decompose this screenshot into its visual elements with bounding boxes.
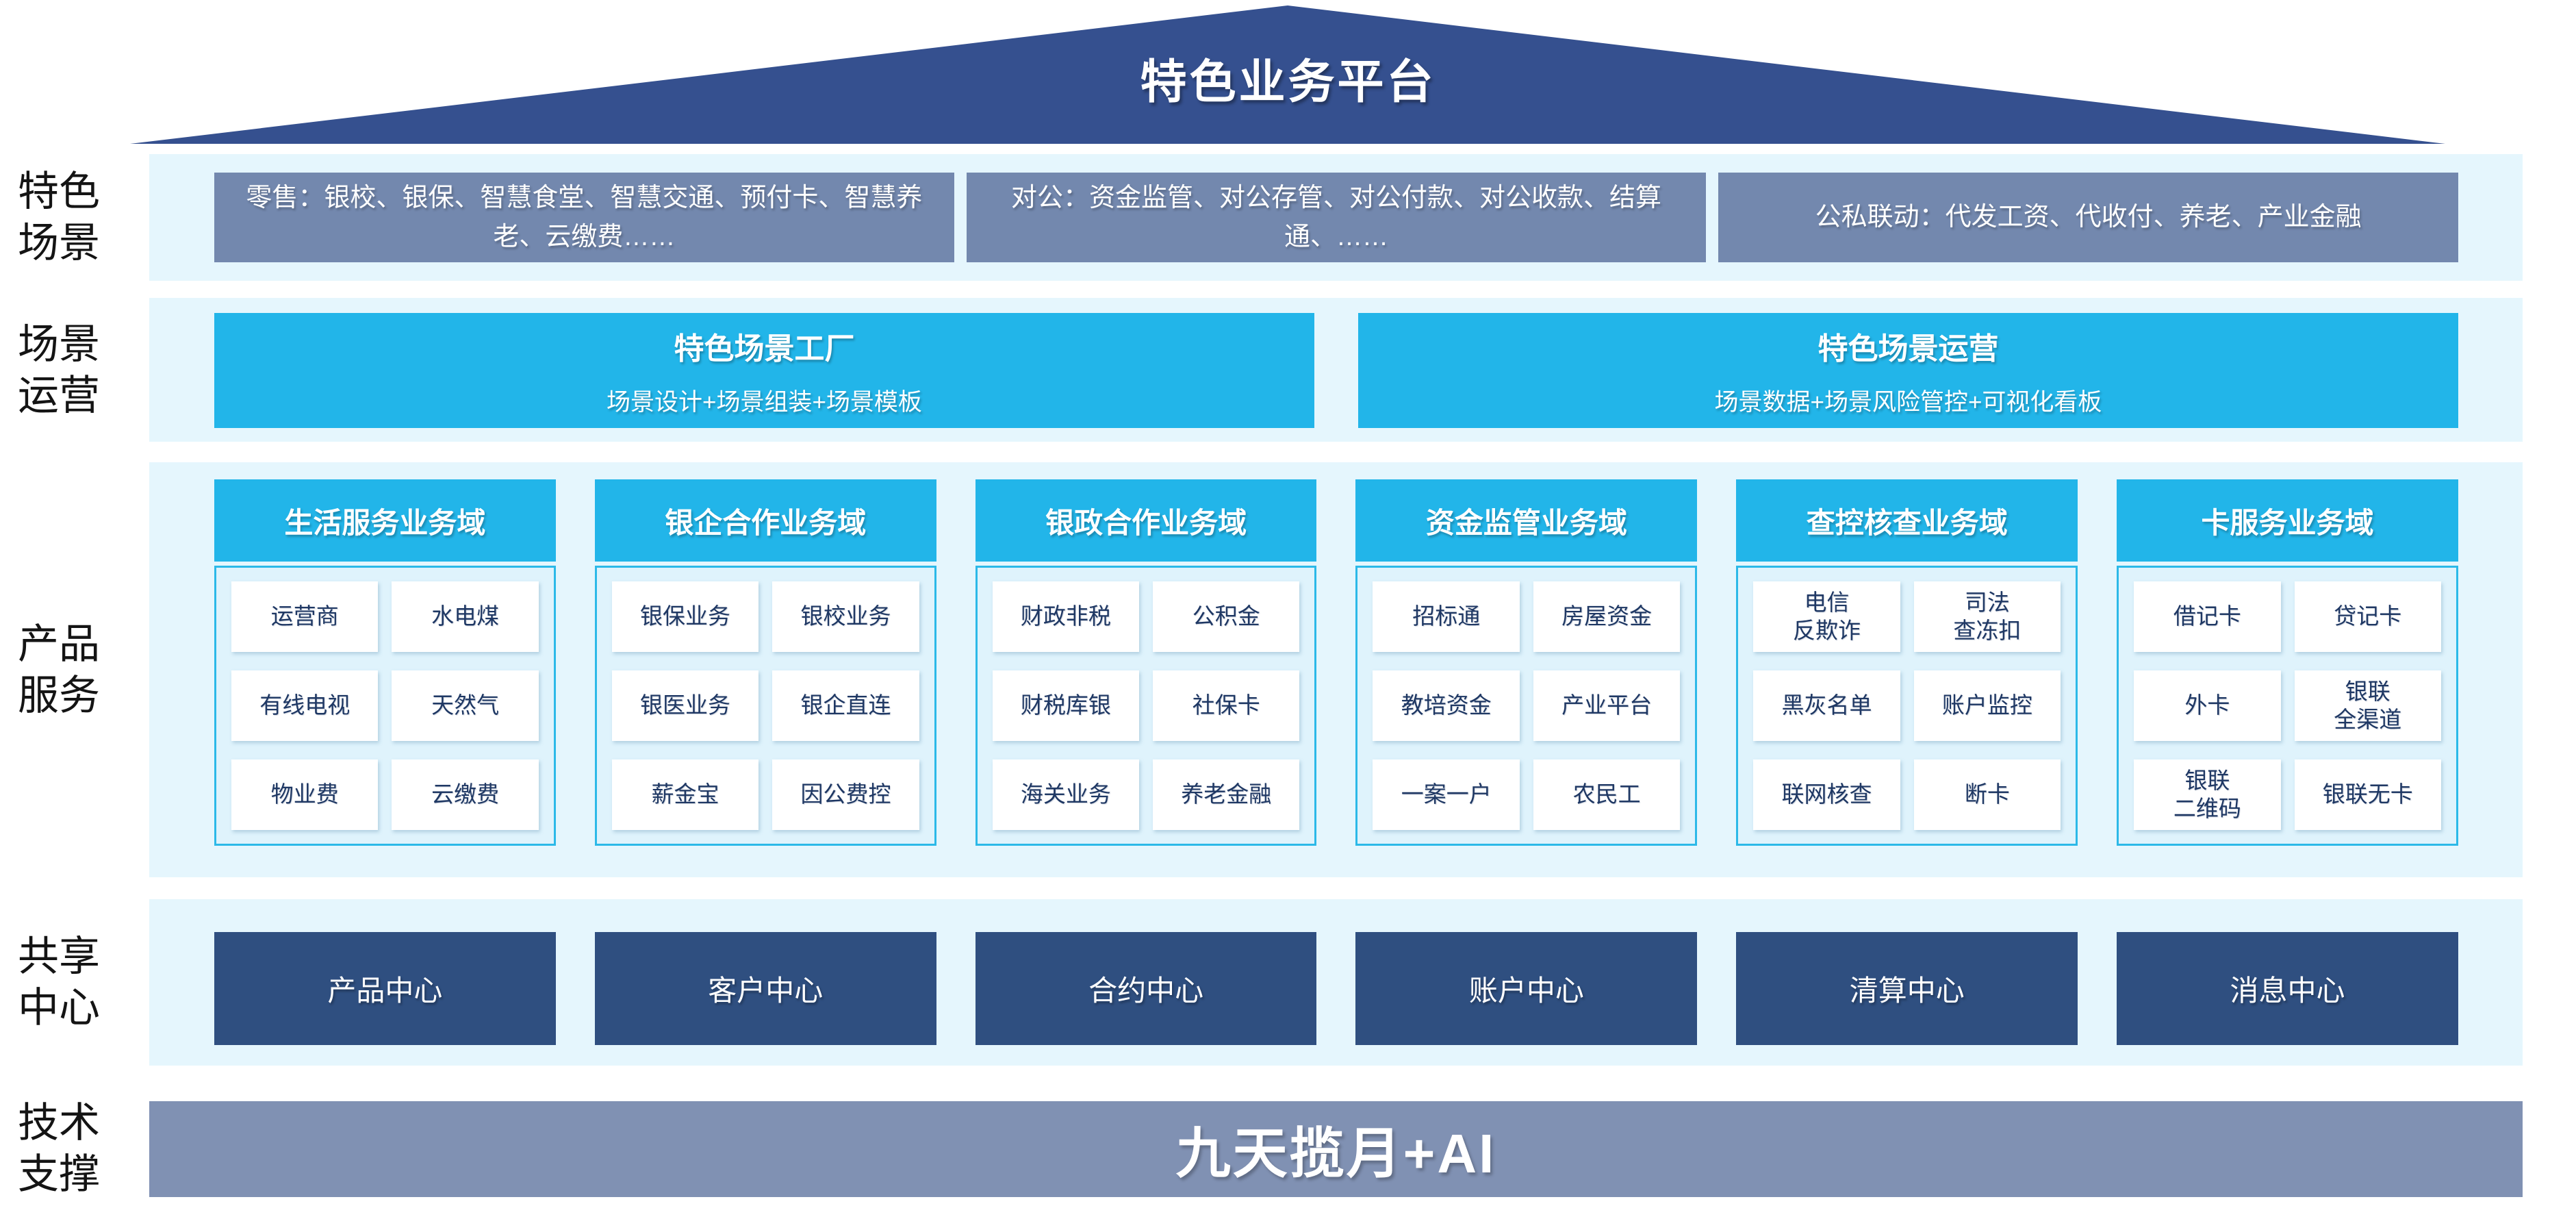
product-cell: 产业平台 <box>1533 670 1681 741</box>
product-column-body: 招标通 房屋资金 教培资金 产业平台 一案一户 农民工 <box>1355 566 1698 846</box>
shared-center-product: 产品中心 <box>214 932 556 1045</box>
ops-box-scene-factory: 特色场景工厂 场景设计+场景组装+场景模板 <box>214 313 1314 428</box>
product-cell: 断卡 <box>1913 759 2061 830</box>
product-cell: 银企直连 <box>772 670 919 741</box>
ops-box-title: 特色场景工厂 <box>674 331 855 366</box>
shared-center-account: 账户中心 <box>1355 932 1698 1045</box>
product-column-header: 卡服务业务域 <box>2117 479 2458 562</box>
product-cell: 物业费 <box>231 759 379 830</box>
product-cell: 贷记卡 <box>2294 581 2441 652</box>
product-cell: 运营商 <box>231 581 379 652</box>
product-cell: 海关业务 <box>992 759 1140 830</box>
product-cell: 账户监控 <box>1913 670 2061 741</box>
product-column-card-services: 卡服务业务域 借记卡 贷记卡 外卡 银联 全渠道 银联 二维码 银联无卡 <box>2117 479 2458 846</box>
ops-box-title: 特色场景运营 <box>1818 331 1999 366</box>
product-cell: 财税库银 <box>992 670 1140 741</box>
product-column-header: 银企合作业务域 <box>594 479 936 562</box>
row-label-scenes: 特色 场景 <box>18 168 100 266</box>
product-cell: 银联 二维码 <box>2134 759 2281 830</box>
product-column-inquiry-control: 查控核查业务域 电信 反欺诈 司法 查冻扣 黑灰名单 账户监控 联网核查 断卡 <box>1736 479 2078 846</box>
row-label-operations: 场景 运营 <box>18 321 100 418</box>
band-shared-centers: 产品中心 客户中心 合约中心 账户中心 清算中心 消息中心 <box>149 899 2523 1066</box>
product-cell: 一案一户 <box>1373 759 1520 830</box>
product-cell: 电信 反欺诈 <box>1753 581 1900 652</box>
product-cell: 社保卡 <box>1153 670 1300 741</box>
row-label-shared-centers: 共享 中心 <box>18 933 100 1031</box>
product-column-body: 运营商 水电煤 有线电视 天然气 物业费 云缴费 <box>214 566 556 846</box>
product-cell: 银联无卡 <box>2294 759 2441 830</box>
product-cell: 云缴费 <box>392 759 539 830</box>
product-cell: 招标通 <box>1373 581 1520 652</box>
product-column-header: 银政合作业务域 <box>975 479 1317 562</box>
product-column-body: 银保业务 银校业务 银医业务 银企直连 薪金宝 因公费控 <box>594 566 936 846</box>
product-cell: 银校业务 <box>772 581 919 652</box>
product-column-life-services: 生活服务业务域 运营商 水电煤 有线电视 天然气 物业费 云缴费 <box>214 479 556 846</box>
product-column-header: 查控核查业务域 <box>1736 479 2078 562</box>
product-column-header: 资金监管业务域 <box>1355 479 1698 562</box>
ops-box-scene-operation: 特色场景运营 场景数据+场景风险管控+可视化看板 <box>1358 313 2458 428</box>
product-column-fund-supervision: 资金监管业务域 招标通 房屋资金 教培资金 产业平台 一案一户 农民工 <box>1355 479 1698 846</box>
scene-box-public-private: 公私联动：代发工资、代收付、养老、产业金融 <box>1718 173 2459 262</box>
tech-support-bar: 九天揽月+AI <box>149 1101 2523 1197</box>
ops-box-subtitle: 场景设计+场景组装+场景模板 <box>607 388 922 416</box>
product-cell: 房屋资金 <box>1533 581 1681 652</box>
product-cell: 公积金 <box>1153 581 1300 652</box>
page-title: 特色业务平台 <box>1140 56 1436 108</box>
product-cell: 联网核查 <box>1753 759 1900 830</box>
product-cell: 有线电视 <box>231 670 379 741</box>
product-cell: 黑灰名单 <box>1753 670 1900 741</box>
product-cell: 银医业务 <box>611 670 759 741</box>
row-label-tech-support: 技术 支撑 <box>18 1100 100 1197</box>
product-cell: 农民工 <box>1533 759 1681 830</box>
product-column-body: 财政非税 公积金 财税库银 社保卡 海关业务 养老金融 <box>975 566 1317 846</box>
scene-box-retail: 零售：银校、银保、智慧食堂、智慧交通、预付卡、智慧养老、云缴费…… <box>214 173 954 262</box>
product-column-bank-government: 银政合作业务域 财政非税 公积金 财税库银 社保卡 海关业务 养老金融 <box>975 479 1317 846</box>
product-cell: 外卡 <box>2134 670 2281 741</box>
product-cell: 银联 全渠道 <box>2294 670 2441 741</box>
product-cell: 水电煤 <box>392 581 539 652</box>
product-cell: 养老金融 <box>1153 759 1300 830</box>
product-cell: 薪金宝 <box>611 759 759 830</box>
product-column-bank-enterprise: 银企合作业务域 银保业务 银校业务 银医业务 银企直连 薪金宝 因公费控 <box>594 479 936 846</box>
shared-center-contract: 合约中心 <box>975 932 1317 1045</box>
shared-center-clearing: 清算中心 <box>1736 932 2078 1045</box>
band-featured-scenes: 零售：银校、银保、智慧食堂、智慧交通、预付卡、智慧养老、云缴费…… 对公：资金监… <box>149 154 2523 281</box>
shared-center-message: 消息中心 <box>2117 932 2458 1045</box>
product-column-body: 电信 反欺诈 司法 查冻扣 黑灰名单 账户监控 联网核查 断卡 <box>1736 566 2078 846</box>
band-scene-operations: 特色场景工厂 场景设计+场景组装+场景模板 特色场景运营 场景数据+场景风险管控… <box>149 298 2523 442</box>
product-column-body: 借记卡 贷记卡 外卡 银联 全渠道 银联 二维码 银联无卡 <box>2117 566 2458 846</box>
shared-center-customer: 客户中心 <box>594 932 936 1045</box>
product-cell: 银保业务 <box>611 581 759 652</box>
product-column-header: 生活服务业务域 <box>214 479 556 562</box>
row-label-products: 产品 服务 <box>18 621 100 718</box>
product-cell: 财政非税 <box>992 581 1140 652</box>
ops-box-subtitle: 场景数据+场景风险管控+可视化看板 <box>1714 388 2102 416</box>
product-cell: 借记卡 <box>2134 581 2281 652</box>
scene-box-corporate: 对公：资金监管、对公存管、对公付款、对公收款、结算通、…… <box>966 173 1707 262</box>
product-cell: 因公费控 <box>772 759 919 830</box>
band-products-services: 生活服务业务域 运营商 水电煤 有线电视 天然气 物业费 云缴费 银企合作业务域… <box>149 462 2523 877</box>
product-cell: 司法 查冻扣 <box>1913 581 2061 652</box>
product-cell: 教培资金 <box>1373 670 1520 741</box>
product-cell: 天然气 <box>392 670 539 741</box>
